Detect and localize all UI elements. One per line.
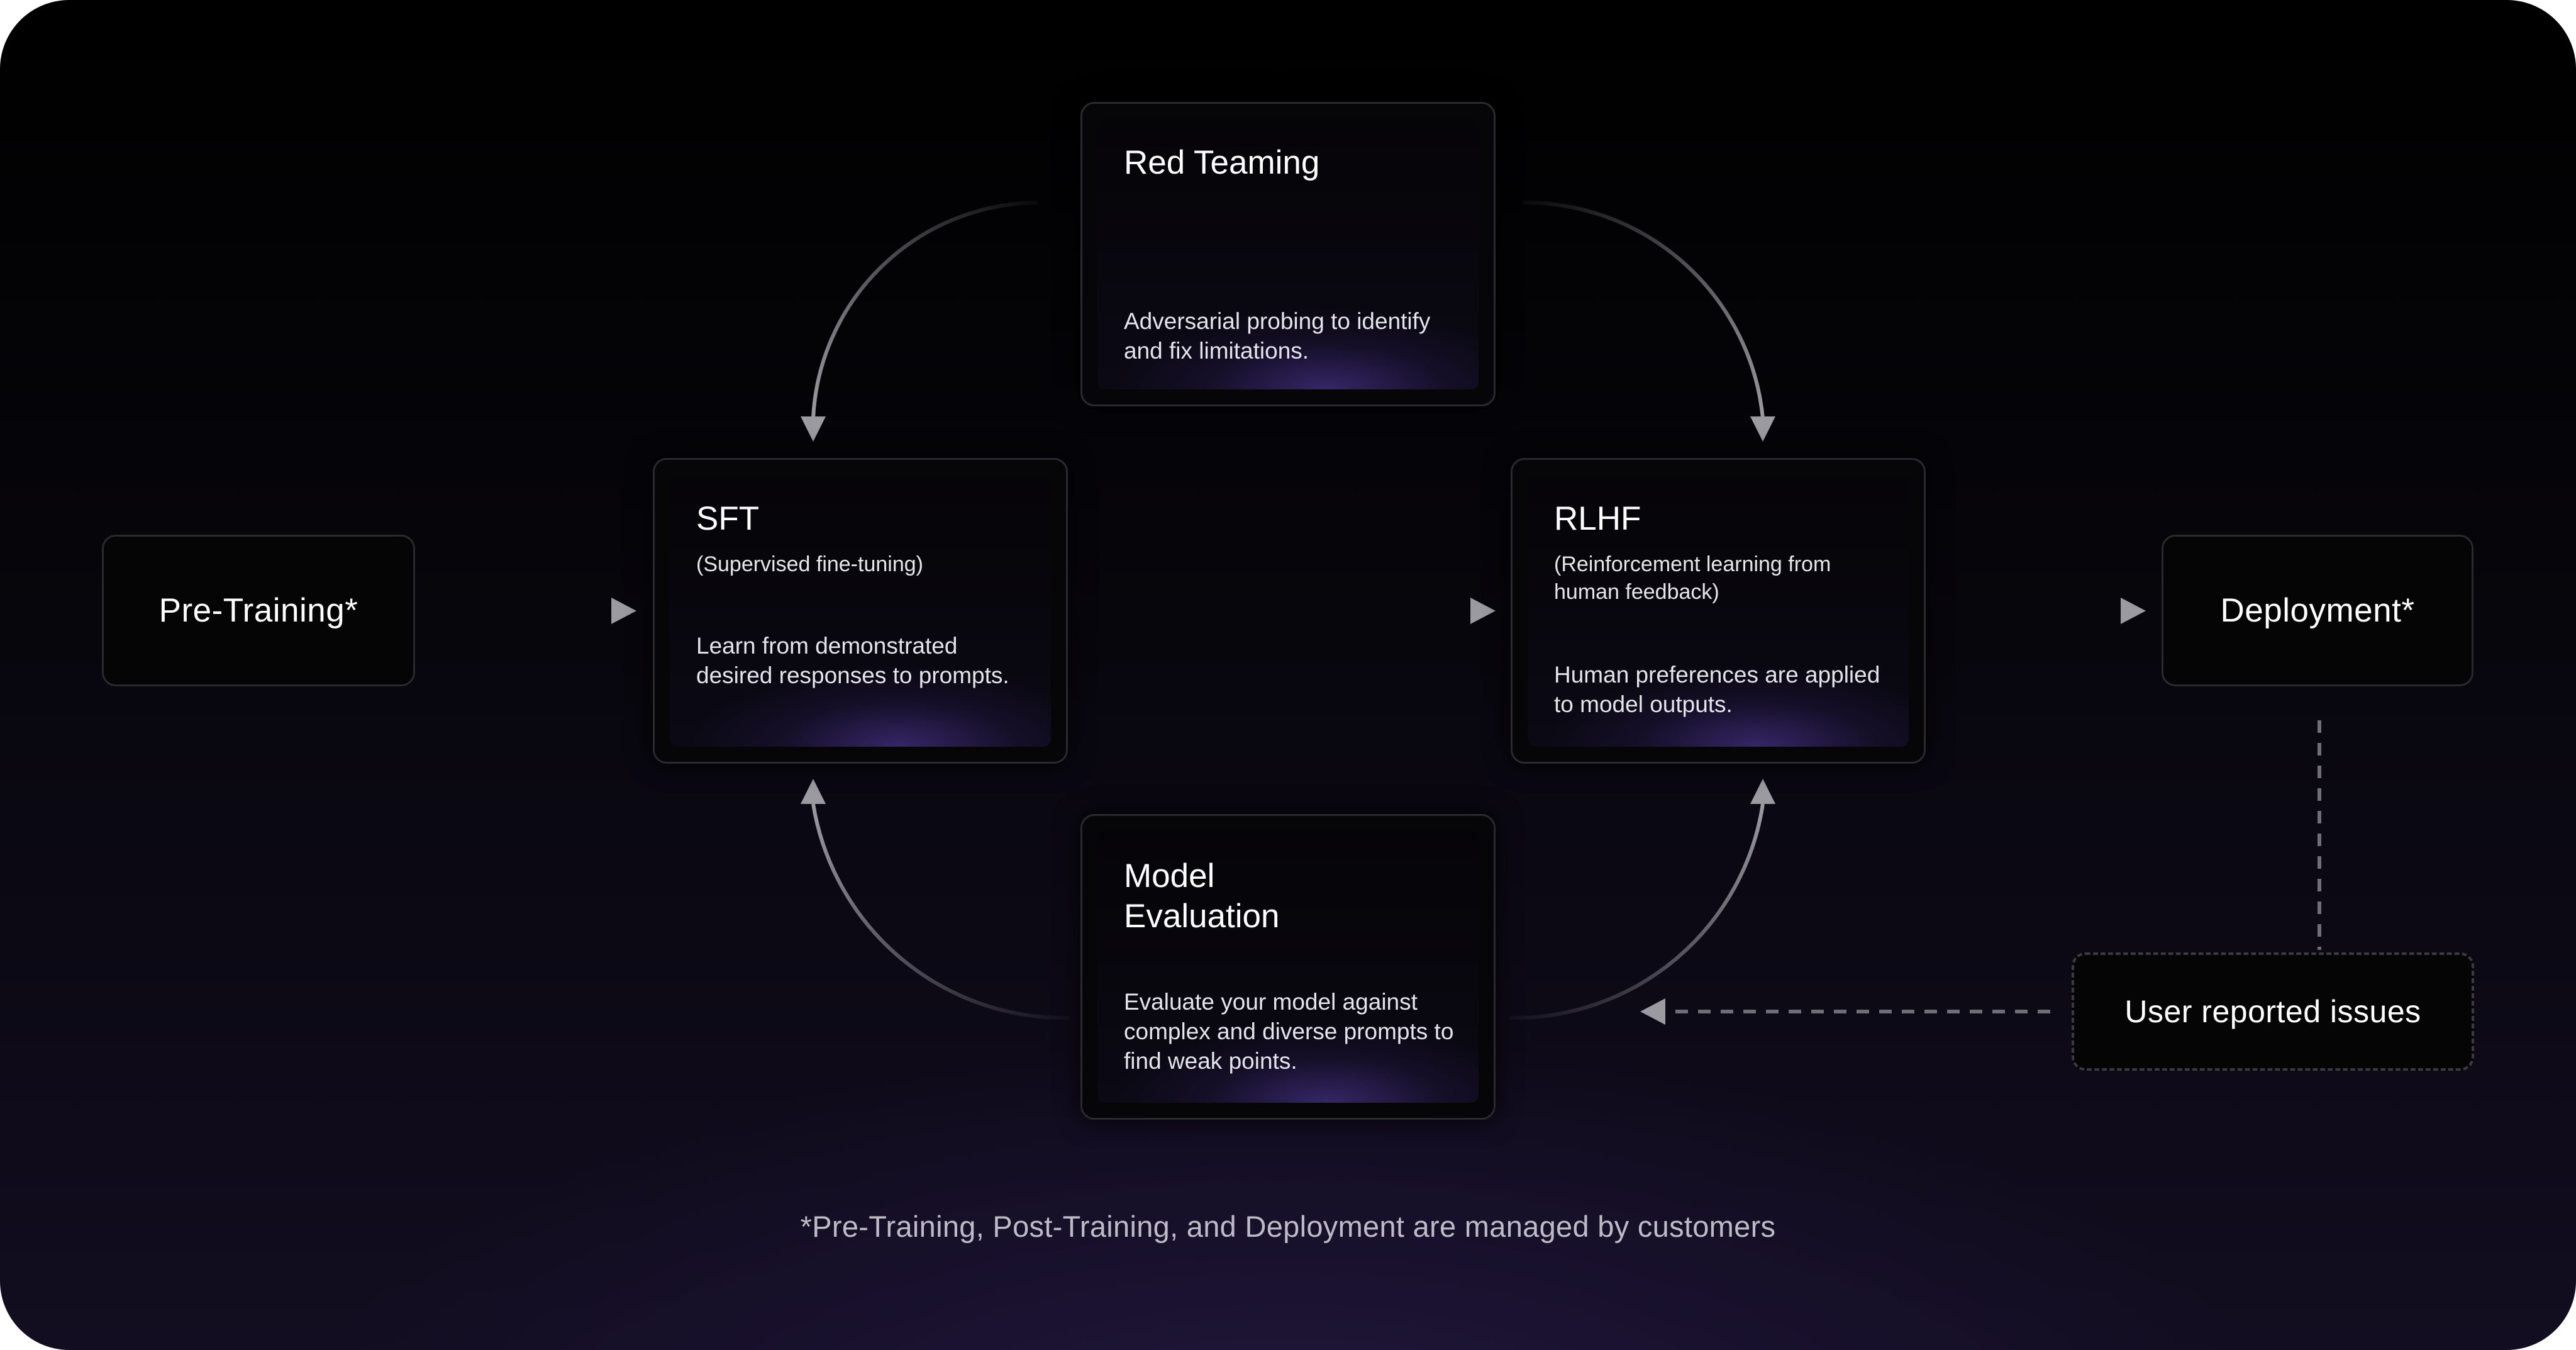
rlhf-title: RLHF [1554, 500, 1641, 537]
redteaming-title: Red Teaming [1124, 144, 1320, 181]
rlhf-node: RLHF (Reinforcement learning from human … [1511, 458, 1926, 764]
deployment-node: Deployment* [2162, 535, 2473, 686]
redteaming-card-inner [1097, 119, 1479, 389]
edge-rlhf-deployment [1950, 598, 2146, 624]
modeleval-title: Model Evaluation [1124, 857, 1280, 935]
edge-redteaming-sft [801, 201, 1038, 442]
rlhf-subtitle: (Reinforcement learning from human feedb… [1554, 552, 1831, 604]
redteaming-description: Adversarial probing to identify and fix … [1124, 308, 1431, 364]
sft-title: SFT [696, 500, 760, 537]
deployment-title: Deployment* [2220, 592, 2415, 629]
sft-description: Learn from demonstrated desired response… [696, 633, 1009, 688]
edge-redteaming-rlhf [1521, 200, 1775, 442]
rlhf-description: Human preferences are applied to model o… [1554, 662, 1880, 717]
edge-modeleval-rlhf [1509, 779, 1775, 1020]
edge-pretraining-sft [440, 598, 636, 624]
modeleval-description: Evaluate your model against complex and … [1124, 989, 1454, 1074]
userissues-title: User reported issues [2124, 994, 2421, 1029]
modeleval-card-inner [1097, 831, 1479, 1103]
pretraining-title: Pre-Training* [158, 592, 358, 629]
sft-node: SFT (Supervised fine-tuning) Learn from … [653, 458, 1068, 764]
edge-modeleval-sft [801, 779, 1070, 1020]
sft-card-inner [670, 475, 1051, 747]
footnote: *Pre-Training, Post-Training, and Deploy… [800, 1210, 1776, 1243]
pretraining-node: Pre-Training* [102, 535, 415, 686]
userissues-node: User reported issues [2072, 952, 2474, 1071]
modeleval-node: Model Evaluation Evaluate your model aga… [1080, 814, 1496, 1120]
sft-subtitle: (Supervised fine-tuning) [696, 552, 923, 576]
edge-userissues-modeleval [1640, 998, 2050, 1025]
edge-sft-rlhf [1091, 598, 1496, 624]
rlhf-card-inner [1528, 475, 1909, 747]
redteaming-node: Red Teaming Adversarial probing to ident… [1080, 102, 1496, 406]
